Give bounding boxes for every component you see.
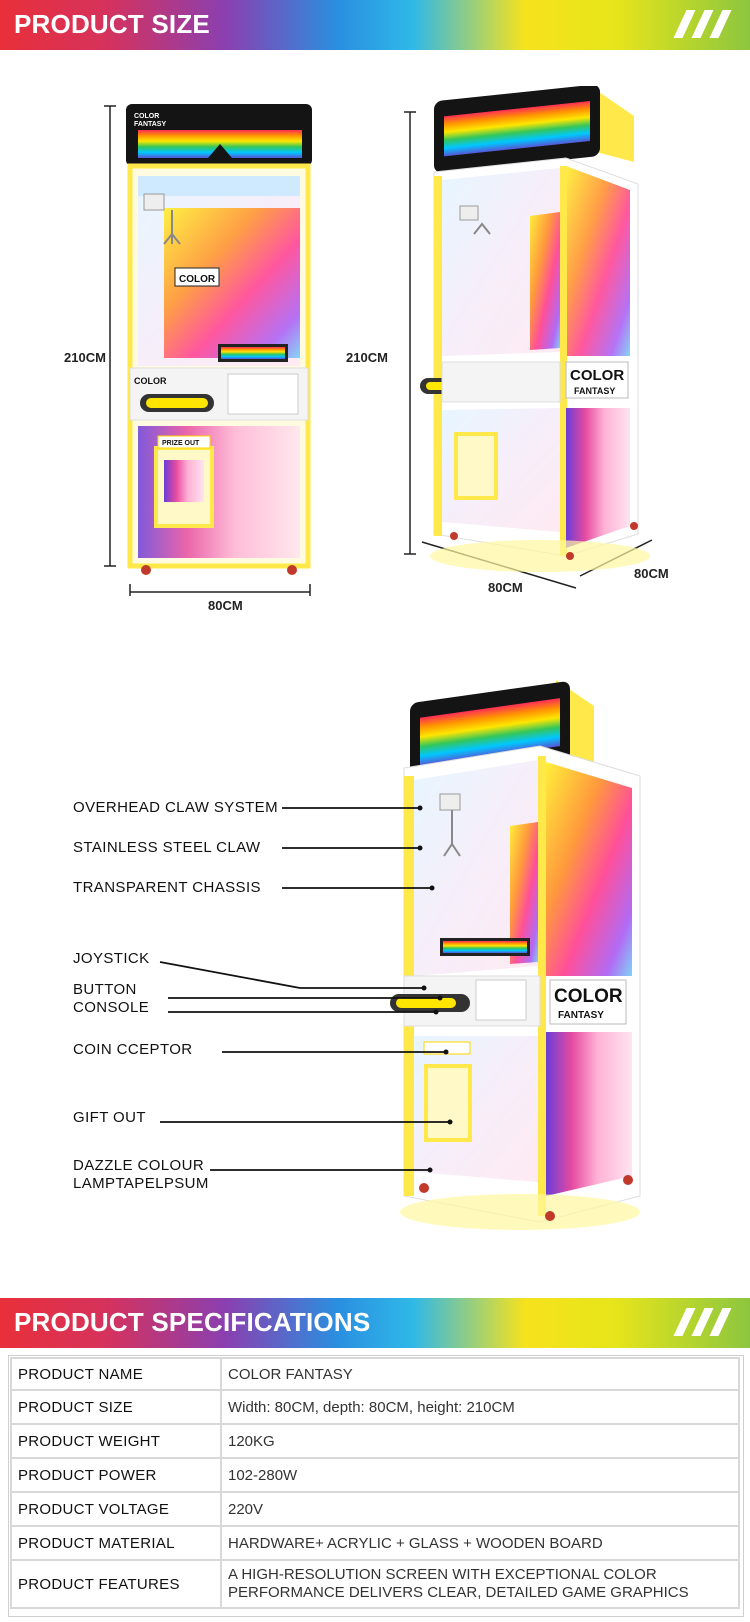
svg-text:COLOR: COLOR <box>570 367 624 384</box>
section-title-size: PRODUCT SIZE <box>14 9 210 39</box>
table-row: PRODUCT POWER 102-280W <box>10 1457 740 1493</box>
spec-value: 220V <box>220 1491 740 1527</box>
table-row: PRODUCT NAME COLOR FANTASY <box>10 1357 740 1391</box>
spec-value: 120KG <box>220 1423 740 1459</box>
callout-button: BUTTON <box>73 981 137 998</box>
spec-key: PRODUCT POWER <box>10 1457 222 1493</box>
machine-features-illustration: COLOR FANTASY <box>390 680 641 1230</box>
callout-steel-claw: STAINLESS STEEL CLAW <box>73 839 261 856</box>
svg-text:FANTASY: FANTASY <box>574 386 615 396</box>
topper-logo-text: COLOR <box>134 113 159 120</box>
spec-key: PRODUCT SIZE <box>10 1389 222 1425</box>
callout-lines <box>159 805 453 1173</box>
svg-text:FANTASY: FANTASY <box>558 1010 604 1021</box>
machine-side-illustration: COLOR FANTASY <box>404 86 653 589</box>
triple-slash-icon <box>673 1308 734 1338</box>
section-title-specs: PRODUCT SPECIFICATIONS <box>14 1307 371 1337</box>
callout-overhead-claw: OVERHEAD CLAW SYSTEM <box>73 799 278 816</box>
table-row: PRODUCT FEATURES A HIGH-RESOLUTION SCREE… <box>10 1559 740 1609</box>
callout-joystick: JOYSTICK <box>73 950 150 967</box>
spec-table-frame <box>8 1355 744 1617</box>
spec-value: A HIGH-RESOLUTION SCREEN WITH EXCEPTIONA… <box>220 1559 740 1609</box>
spec-value: 102-280W <box>220 1457 740 1493</box>
spec-key: PRODUCT MATERIAL <box>10 1525 222 1561</box>
side-width-label: 80CM <box>488 580 523 595</box>
spec-table: PRODUCT NAME COLOR FANTASY PRODUCT SIZE … <box>10 1357 740 1609</box>
callout-gift-out: GIFT OUT <box>73 1109 146 1126</box>
triple-slash-icon <box>673 10 734 40</box>
product-size-banner: PRODUCT SIZE <box>0 0 750 50</box>
callout-transparent-chassis: TRANSPARENT CHASSIS <box>73 879 261 896</box>
front-width-label: 80CM <box>208 598 243 613</box>
table-row: PRODUCT MATERIAL HARDWARE+ ACRYLIC + GLA… <box>10 1525 740 1561</box>
callout-coin-acceptor: COIN CCEPTOR <box>73 1041 193 1058</box>
svg-text:PRIZE OUT: PRIZE OUT <box>162 440 200 447</box>
spec-key: PRODUCT VOLTAGE <box>10 1491 222 1527</box>
table-row: PRODUCT WEIGHT 120KG <box>10 1423 740 1459</box>
svg-text:COLOR: COLOR <box>554 986 623 1007</box>
spec-value: Width: 80CM, depth: 80CM, height: 210CM <box>220 1389 740 1425</box>
callout-console: CONSOLE <box>73 999 150 1016</box>
spec-key: PRODUCT NAME <box>10 1357 222 1391</box>
svg-text:COLOR: COLOR <box>179 274 216 285</box>
callout-lamptape: LAMPTAPELPSUM <box>73 1175 209 1192</box>
spec-key: PRODUCT WEIGHT <box>10 1423 222 1459</box>
side-depth-label: 80CM <box>634 566 669 581</box>
front-height-label: 210CM <box>64 350 106 365</box>
svg-text:COLOR: COLOR <box>134 376 167 386</box>
callout-dazzle-colour: DAZZLE COLOUR <box>73 1157 205 1174</box>
rainbow-glasses-icon <box>138 130 302 158</box>
spec-key: PRODUCT FEATURES <box>10 1559 222 1609</box>
spec-value: COLOR FANTASY <box>220 1357 740 1391</box>
product-specs-banner: PRODUCT SPECIFICATIONS <box>0 1298 750 1348</box>
table-row: PRODUCT VOLTAGE 220V <box>10 1491 740 1527</box>
side-height-label: 210CM <box>346 350 388 365</box>
spec-value: HARDWARE+ ACRYLIC + GLASS + WOODEN BOARD <box>220 1525 740 1561</box>
table-row: PRODUCT SIZE Width: 80CM, depth: 80CM, h… <box>10 1389 740 1425</box>
svg-text:FANTASY: FANTASY <box>134 121 166 128</box>
machine-front-illustration: COLOR FANTASY COLOR COLOR PRIZE OUT <box>104 104 312 596</box>
